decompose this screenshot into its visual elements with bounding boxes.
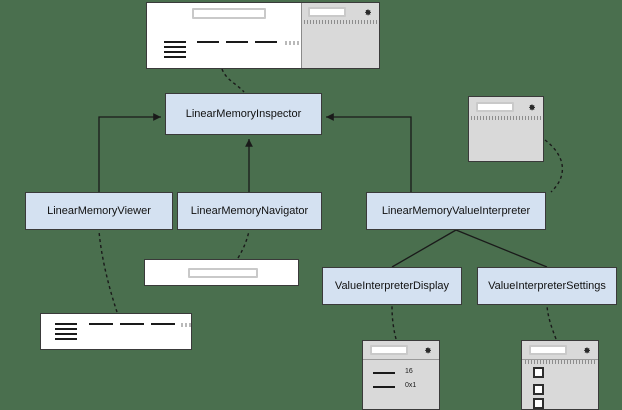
gear-icon[interactable] — [363, 7, 372, 16]
interpreter-input[interactable] — [476, 102, 514, 112]
ascii-column — [181, 323, 191, 327]
value-row-line — [373, 372, 395, 374]
node-label: ValueInterpreterSettings — [488, 280, 606, 292]
node-linear-memory-viewer[interactable]: LinearMemoryViewer — [25, 192, 173, 230]
address-line — [164, 46, 186, 48]
byte-group — [89, 323, 113, 325]
edge-vidisplay-valueinterpreter — [391, 229, 457, 268]
address-line — [164, 41, 186, 43]
node-label: LinearMemoryInspector — [185, 108, 302, 120]
edge-viewer-inspector — [98, 113, 161, 192]
address-line — [55, 323, 77, 325]
edge-mockup-navigator — [237, 230, 250, 259]
edge-valueinterpreter-inspector — [326, 113, 412, 192]
mockup-inspector-interpreter-pane — [300, 3, 379, 68]
address-line — [55, 333, 77, 335]
navigator-address-input[interactable] — [188, 268, 258, 278]
node-linear-memory-navigator[interactable]: LinearMemoryNavigator — [177, 192, 322, 230]
value-row-label: 0x1 — [405, 382, 417, 389]
address-line — [55, 328, 77, 330]
node-linear-memory-inspector[interactable]: LinearMemoryInspector — [165, 93, 322, 135]
mockup-valueinterpreter — [468, 96, 544, 162]
gear-icon[interactable] — [527, 102, 536, 111]
mockup-viewer — [40, 313, 192, 350]
mockup-vidisplay: 16 0x1 — [362, 340, 440, 410]
edge-visettings-valueinterpreter — [455, 229, 548, 268]
display-input[interactable] — [370, 345, 408, 355]
value-row-label: 16 — [405, 368, 413, 375]
edge-mockup-vidisplay — [391, 305, 397, 340]
node-label: LinearMemoryNavigator — [190, 205, 309, 217]
address-line — [164, 51, 186, 53]
ruler-strip — [471, 116, 543, 120]
ruler-strip — [303, 20, 378, 24]
gear-icon[interactable] — [582, 345, 591, 354]
mockup-inspector — [146, 2, 380, 69]
edge-mockup-inspector — [221, 68, 245, 93]
byte-group — [197, 41, 219, 43]
settings-checkbox[interactable] — [533, 398, 544, 409]
address-line — [55, 338, 77, 340]
mockup-vidisplay-toolbar — [363, 341, 439, 360]
mockup-visettings-toolbar — [522, 341, 598, 360]
byte-group — [151, 323, 175, 325]
node-value-interpreter-display[interactable]: ValueInterpreterDisplay — [322, 267, 462, 305]
edge-mockup-valueinterpreter — [544, 139, 564, 193]
mockup-inspector-memory-pane — [147, 3, 319, 68]
ruler-strip — [525, 360, 595, 364]
node-value-interpreter-settings[interactable]: ValueInterpreterSettings — [477, 267, 617, 305]
value-row-line — [373, 386, 395, 388]
edge-mockup-viewer — [98, 230, 118, 313]
address-line — [164, 56, 186, 58]
node-label: LinearMemoryValueInterpreter — [381, 205, 531, 217]
mockup-navigator — [144, 259, 299, 286]
byte-group — [226, 41, 248, 43]
node-label: LinearMemoryViewer — [47, 205, 151, 217]
interpreter-input[interactable] — [307, 7, 346, 17]
node-linear-memory-value-interpreter[interactable]: LinearMemoryValueInterpreter — [366, 192, 546, 230]
gear-icon[interactable] — [423, 345, 432, 354]
settings-input[interactable] — [529, 345, 567, 355]
node-label: ValueInterpreterDisplay — [334, 280, 450, 292]
settings-checkbox[interactable] — [533, 384, 544, 395]
address-input[interactable] — [192, 8, 266, 19]
edge-mockup-visettings — [546, 305, 557, 340]
byte-group — [120, 323, 144, 325]
byte-group — [255, 41, 277, 43]
mockup-visettings — [521, 340, 599, 410]
settings-checkbox[interactable] — [533, 367, 544, 378]
